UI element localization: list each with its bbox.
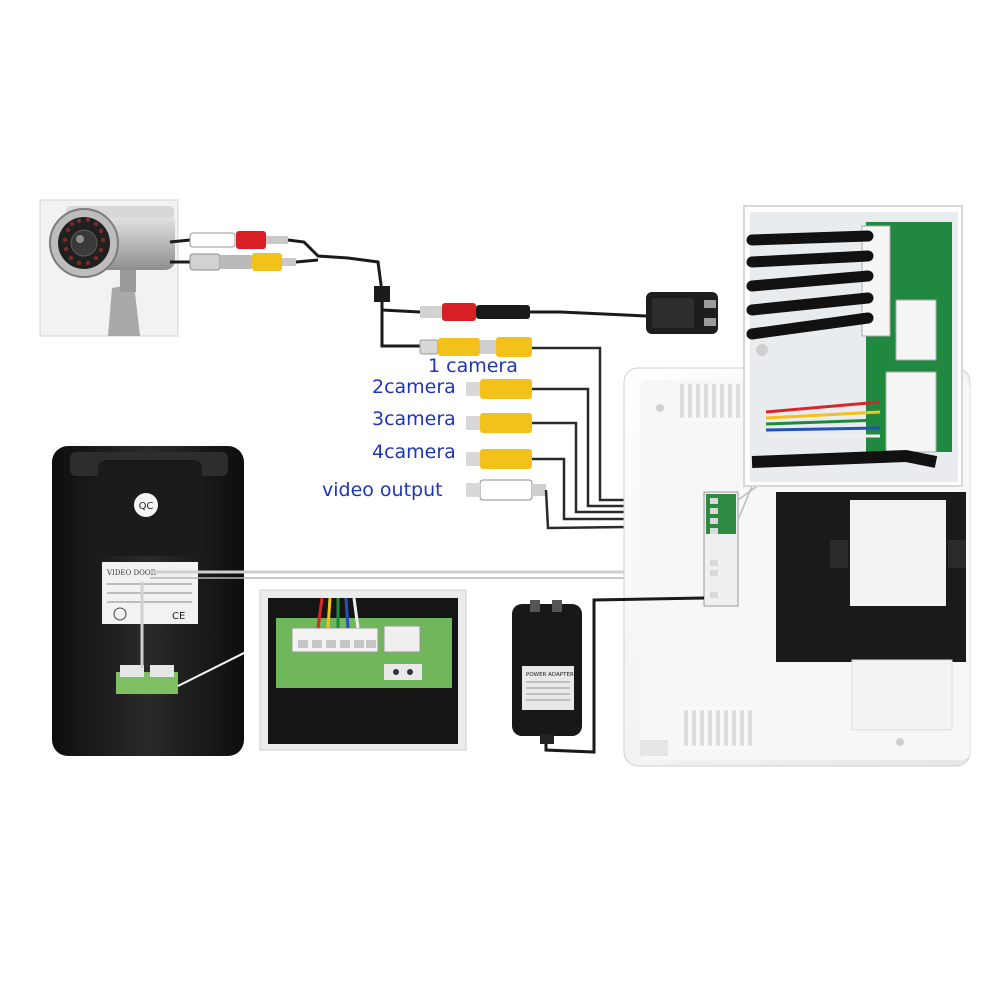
camera-video-plug (189, 253, 296, 271)
cctv-camera (39, 199, 191, 337)
camera-power-plug (189, 231, 288, 249)
rca-plug-camera1 (419, 337, 532, 357)
ce-mark: CE (172, 611, 185, 622)
rca-plug-camera3 (466, 413, 532, 433)
label-camera3: 3camera (372, 408, 456, 430)
monitor-power-adapter: POWER ADAPTER (512, 596, 705, 754)
camera-power-adapter (420, 292, 718, 334)
adapter-title: POWER ADAPTER (526, 672, 574, 678)
door-callout (177, 643, 263, 687)
rca-plug-camera2 (466, 379, 532, 399)
door-station: QC VIDEO DOOR CE (52, 446, 244, 756)
door-label-title: VIDEO DOOR (106, 569, 157, 577)
rca-plug-camera4 (466, 449, 532, 469)
monitor-terminal-block (703, 491, 739, 607)
label-video-output: video output (322, 479, 443, 501)
label-camera2: 2camera (372, 376, 456, 398)
monitor-terminal-closeup (743, 205, 963, 487)
rca-plug-video-output (466, 479, 546, 501)
qc-sticker-text: QC (139, 501, 154, 512)
label-camera1: 1 camera (428, 355, 518, 377)
label-camera4: 4camera (372, 441, 456, 463)
door-terminal-closeup (259, 589, 467, 751)
connection-labels: 1 camera 2camera 3camera 4camera video o… (322, 355, 518, 501)
qc-sticker (134, 493, 158, 517)
camera-cable (287, 238, 421, 348)
